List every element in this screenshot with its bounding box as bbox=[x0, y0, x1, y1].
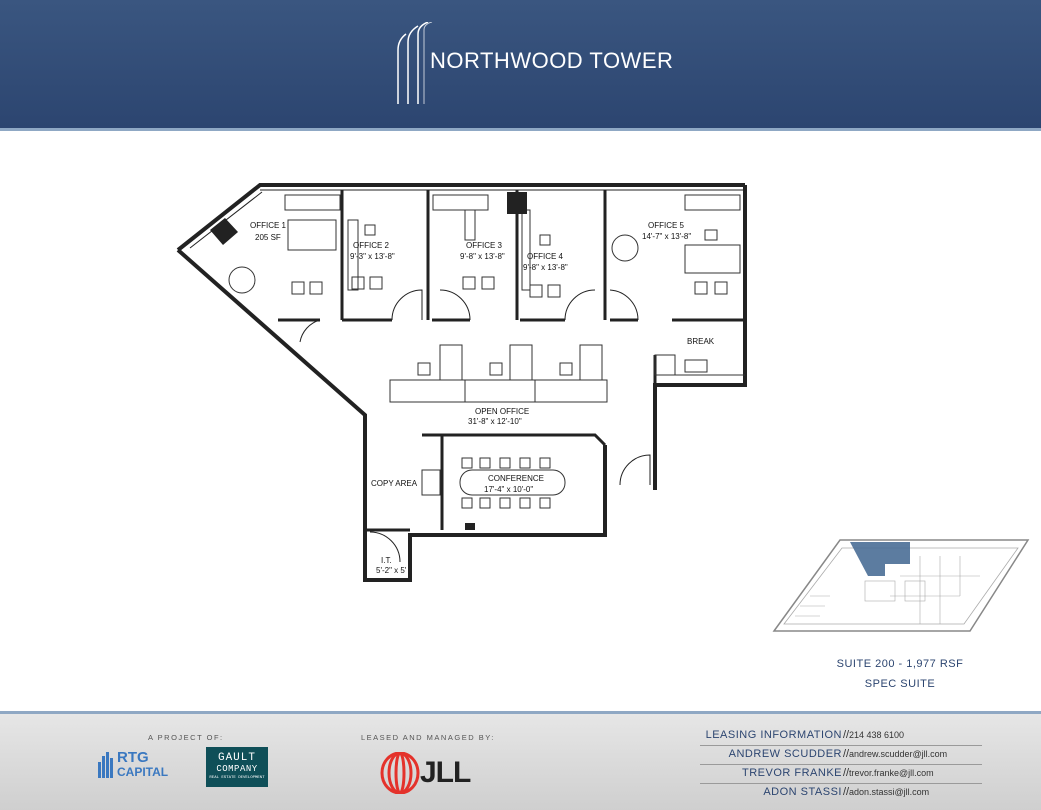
room-name: OFFICE 5 bbox=[648, 221, 685, 230]
suite-size: SUITE 200 - 1,977 RSF bbox=[836, 658, 964, 670]
slash-icon: // bbox=[843, 767, 850, 779]
jll-logo-icon bbox=[380, 752, 420, 794]
slash-icon: // bbox=[843, 748, 850, 760]
room-labels: OFFICE 1 205 SF OFFICE 2 9'-3" x 13'-8" … bbox=[250, 221, 715, 575]
rtg-name: RTG bbox=[117, 749, 149, 766]
furniture bbox=[228, 194, 745, 509]
floor-plan: OFFICE 1 205 SF OFFICE 2 9'-3" x 13'-8" … bbox=[176, 183, 747, 582]
suite-type: SPEC SUITE bbox=[864, 678, 936, 690]
slash-icon: // bbox=[843, 786, 850, 798]
site-keyplan bbox=[772, 539, 1030, 632]
room-size: 9'-8" x 13'-8" bbox=[523, 263, 568, 272]
room-name: OPEN OFFICE bbox=[475, 407, 529, 416]
room-name: CONFERENCE bbox=[488, 474, 544, 483]
room-name: COPY AREA bbox=[371, 479, 418, 488]
room-name: OFFICE 2 bbox=[353, 241, 390, 250]
project-label: A PROJECT OF: bbox=[148, 733, 224, 742]
gault-sub: COMPANY bbox=[216, 764, 258, 774]
slash-icon: // bbox=[843, 729, 850, 741]
contact-row: ANDREW SCUDDER // andrew.scudder@jll.com bbox=[700, 746, 982, 765]
room-size: 205 SF bbox=[255, 233, 281, 242]
contact-phone[interactable]: 214 438 6100 bbox=[849, 730, 905, 740]
room-size: 17'-4" x 10'-0" bbox=[484, 485, 533, 494]
room-size: 9'-3" x 13'-8" bbox=[350, 252, 395, 261]
contact-row: LEASING INFORMATION // 214 438 6100 bbox=[700, 727, 982, 746]
room-name: I.T. bbox=[381, 556, 392, 565]
suite-highlight bbox=[850, 542, 910, 576]
room-name: OFFICE 3 bbox=[466, 241, 503, 250]
room-name: OFFICE 4 bbox=[527, 252, 564, 261]
rtg-sub: CAPITAL bbox=[117, 765, 169, 779]
leased-label: LEASED AND MANAGED BY: bbox=[361, 733, 495, 742]
jll-name: JLL bbox=[420, 756, 471, 789]
room-name: OFFICE 1 bbox=[250, 221, 287, 230]
gault-logo: GAULT COMPANY REAL ESTATE DEVELOPMENT bbox=[206, 747, 268, 787]
page-title: NORTHWOOD TOWER bbox=[430, 48, 674, 73]
contact-email[interactable]: andrew.scudder@jll.com bbox=[849, 749, 948, 759]
tower-logo-icon bbox=[397, 22, 433, 104]
room-size: 14'-7" x 13'-8" bbox=[642, 232, 691, 241]
contact-row: TREVOR FRANKE // trevor.franke@jll.com bbox=[700, 765, 982, 784]
contact-email[interactable]: adon.stassi@jll.com bbox=[849, 787, 930, 797]
exterior-walls bbox=[176, 183, 747, 582]
room-size: 31'-8" x 12'-10" bbox=[468, 417, 522, 426]
contact-name: TREVOR FRANKE bbox=[741, 767, 842, 779]
footer bbox=[0, 711, 1041, 810]
contact-email[interactable]: trevor.franke@jll.com bbox=[849, 768, 934, 778]
contact-name: LEASING INFORMATION bbox=[705, 729, 842, 741]
rtg-logo-icon bbox=[98, 752, 113, 778]
gault-tag: REAL ESTATE DEVELOPMENT bbox=[209, 776, 265, 780]
contact-row: ADON STASSI // adon.stassi@jll.com bbox=[700, 784, 982, 802]
contact-name: ADON STASSI bbox=[763, 786, 842, 798]
room-size: 9'-8" x 13'-8" bbox=[460, 252, 505, 261]
contact-name: ANDREW SCUDDER bbox=[728, 748, 842, 760]
interior-walls bbox=[278, 190, 745, 532]
room-name: BREAK bbox=[687, 337, 715, 346]
room-size: 5'-2" x 5' bbox=[376, 566, 407, 575]
header-banner: NORTHWOOD TOWER bbox=[0, 0, 1041, 131]
gault-name: GAULT bbox=[217, 752, 256, 764]
